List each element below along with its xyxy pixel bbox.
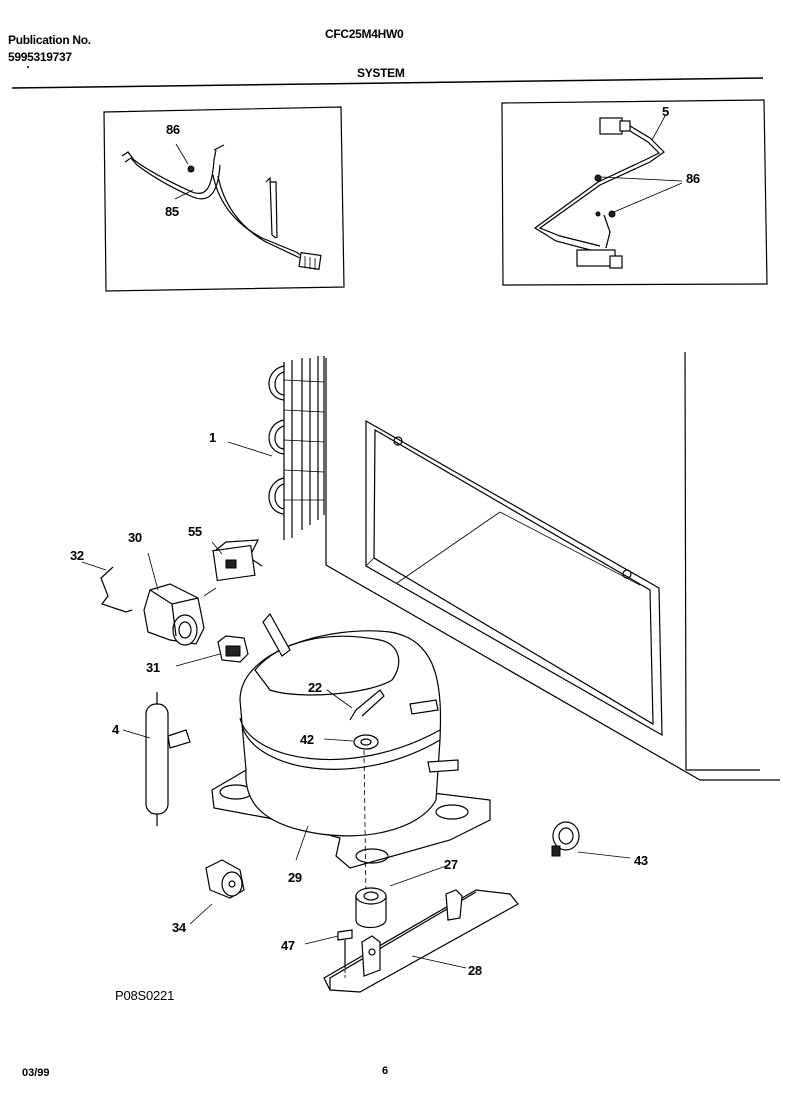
callout-22: 22 [308, 680, 322, 695]
drawing-code: P08S0221 [115, 988, 175, 1003]
callout-27: 27 [444, 857, 458, 872]
callout-86-right: 86 [686, 171, 700, 186]
publication-number: 5995319737 [8, 50, 72, 64]
callout-29: 29 [288, 870, 302, 885]
compressor [211, 612, 491, 901]
callout-1: 1 [209, 430, 216, 445]
footer-date: 03/99 [22, 1067, 50, 1079]
callout-43: 43 [634, 853, 648, 868]
model-number: CFC25M4HW0 [325, 27, 404, 41]
callout-34: 34 [172, 920, 187, 935]
cabinet-outline [325, 351, 780, 781]
header-rule [11, 77, 764, 89]
callout-55: 55 [188, 524, 202, 539]
inset-harness-right [501, 99, 768, 286]
callout-32: 32 [70, 548, 84, 563]
callout-30: 30 [128, 530, 142, 545]
section-title: SYSTEM [357, 66, 405, 80]
filter-drier [122, 692, 191, 826]
callout-5: 5 [662, 104, 669, 119]
callout-42: 42 [300, 732, 314, 747]
page-number: 6 [382, 1065, 389, 1077]
condenser-coil [227, 356, 325, 540]
callout-85: 85 [165, 204, 179, 219]
grommet-34 [189, 859, 245, 925]
publication-label: Publication No. [8, 33, 91, 47]
callout-31: 31 [146, 660, 160, 675]
clamp-43 [551, 821, 631, 859]
callout-4: 4 [112, 722, 120, 737]
callout-47: 47 [281, 938, 295, 953]
mounting-bracket [304, 865, 519, 993]
callout-86-left: 86 [166, 122, 180, 137]
inset-harness-left [103, 106, 345, 292]
callout-28: 28 [468, 963, 482, 978]
start-relay-assembly [81, 539, 263, 667]
